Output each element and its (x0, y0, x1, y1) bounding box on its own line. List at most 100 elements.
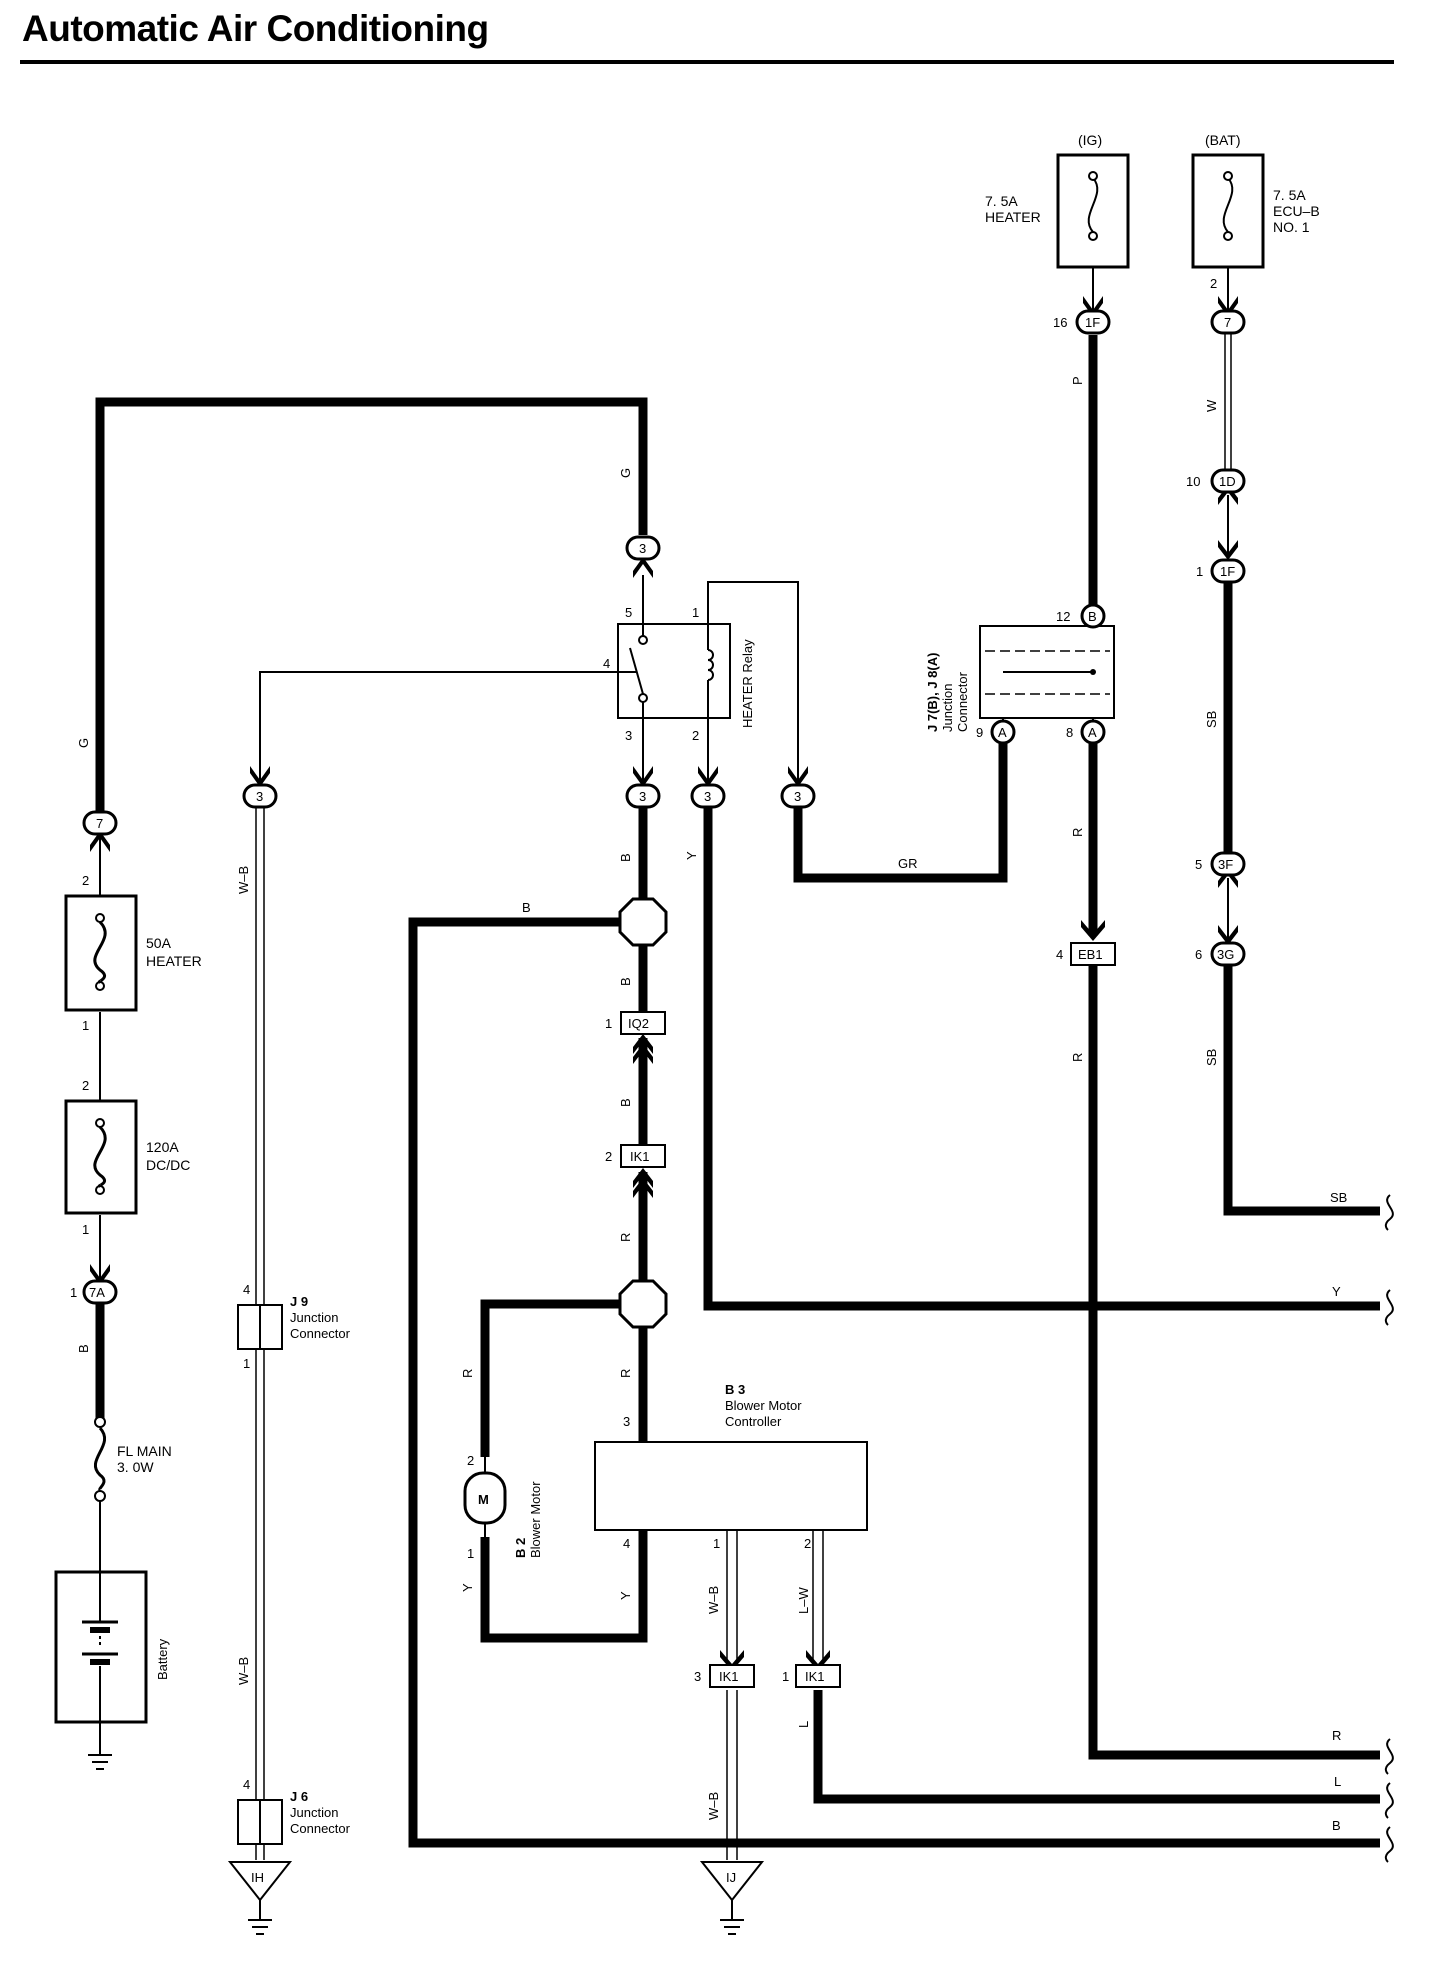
svg-text:2: 2 (804, 1536, 811, 1551)
chevron-eb1 (1081, 920, 1105, 941)
svg-text:Connector: Connector (290, 1821, 351, 1836)
svg-text:J 9: J 9 (290, 1294, 308, 1309)
svg-text:L: L (1334, 1774, 1341, 1789)
svg-text:1: 1 (467, 1546, 474, 1561)
svg-text:A: A (998, 725, 1007, 740)
connector-1f-b: 1F 1 (1196, 558, 1246, 584)
svg-text:L–W: L–W (796, 1587, 811, 1614)
ground-ih: IH (227, 1861, 293, 1935)
svg-text:Junction: Junction (290, 1310, 338, 1325)
svg-text:9: 9 (976, 725, 983, 740)
svg-text:G: G (618, 468, 633, 478)
svg-text:IQ2: IQ2 (628, 1016, 649, 1031)
chevron-ik1-a (633, 1168, 653, 1188)
svg-text:W: W (1204, 399, 1219, 412)
svg-text:3: 3 (256, 789, 263, 804)
chevron-iq2-a (633, 1034, 653, 1054)
svg-text:2: 2 (467, 1453, 474, 1468)
svg-text:3G: 3G (1217, 947, 1234, 962)
relay-coil (707, 649, 714, 681)
connector-ik1-top: IK1 2 (605, 1144, 666, 1168)
connector-1f-top-pin: 16 (1053, 315, 1067, 330)
svg-text:50A: 50A (146, 935, 172, 951)
fuse-ecu-b-rating: 7. 5A (1273, 187, 1306, 203)
chevron-iq2-b (633, 1044, 653, 1064)
blower-motor-label: Blower Motor (528, 1481, 543, 1558)
svg-text:1: 1 (82, 1018, 89, 1033)
blower-motor-controller: B 3 Blower Motor Controller 3 4 1 2 (594, 1382, 868, 1551)
svg-text:W–B: W–B (706, 1792, 721, 1820)
svg-text:FL MAIN: FL MAIN (117, 1443, 172, 1459)
svg-text:4: 4 (1056, 947, 1063, 962)
svg-text:6: 6 (1195, 947, 1202, 962)
svg-text:2: 2 (605, 1149, 612, 1164)
junction-j9: 4 1 J 9 Junction Connector (237, 1282, 351, 1371)
wire-r-eb1 (1088, 966, 1380, 1760)
wire-sb-2 (1223, 966, 1380, 1216)
svg-text:W–B: W–B (236, 1657, 251, 1685)
fuse-heater-ig-name: HEATER (985, 209, 1041, 225)
svg-text:7: 7 (96, 816, 103, 831)
fuse-120a-dcdc: 120A DC/DC 2 1 (64, 1078, 190, 1237)
svg-text:7: 7 (1224, 315, 1231, 330)
svg-text:2: 2 (82, 1078, 89, 1093)
wire-relay-4 (259, 671, 620, 782)
svg-text:IK1: IK1 (630, 1149, 650, 1164)
svg-text:4: 4 (243, 1282, 250, 1297)
svg-text:IK1: IK1 (719, 1669, 739, 1684)
svg-text:Connector: Connector (290, 1326, 351, 1341)
svg-text:W–B: W–B (706, 1586, 721, 1614)
fuse-ecu-b-name: ECU–B (1273, 203, 1320, 219)
svg-text:Y: Y (460, 1583, 475, 1592)
connector-7a: 7A 1 (70, 1279, 118, 1305)
svg-text:1: 1 (82, 1222, 89, 1237)
chevron-wb (250, 766, 270, 787)
wire-color-labels: G G P W SB SB SB W–B W–B B B B B B Y Y Y… (76, 376, 1347, 1833)
svg-text:2: 2 (82, 873, 89, 888)
svg-text:Junction: Junction (290, 1805, 338, 1820)
connector-7-bat: 7 (1210, 309, 1246, 335)
svg-text:1: 1 (605, 1016, 612, 1031)
svg-text:R: R (1070, 828, 1085, 837)
svg-text:Y: Y (618, 1591, 633, 1600)
connector-3g: 3G 6 (1195, 941, 1246, 967)
svg-text:3. 0W: 3. 0W (117, 1459, 154, 1475)
svg-text:B: B (1332, 1818, 1341, 1833)
svg-text:HEATER: HEATER (146, 953, 202, 969)
svg-text:1: 1 (1196, 564, 1203, 579)
svg-text:SB: SB (1204, 1049, 1219, 1066)
junction-j6: 4 J 6 Junction Connector (237, 1777, 351, 1845)
svg-text:7A: 7A (89, 1285, 105, 1300)
fuse-ecu-b-element (1222, 177, 1234, 233)
connector-1f-top: 3 1F 16 (1053, 309, 1111, 335)
svg-text:3: 3 (639, 789, 646, 804)
wire-b-left (408, 917, 1380, 1848)
connector-3-wb: 3 (242, 783, 278, 809)
fusible-link-fl-main: FL MAIN 3. 0W (93, 1416, 172, 1502)
connector-3-gr: 3 (780, 783, 816, 809)
blower-motor-id: B 2 (513, 1538, 528, 1558)
svg-text:Controller: Controller (725, 1414, 782, 1429)
svg-text:4: 4 (243, 1777, 250, 1792)
fuse-heater-ig-rating: 7. 5A (985, 193, 1018, 209)
svg-text:GR: GR (898, 856, 918, 871)
wire-y-out (703, 808, 1380, 1311)
motor-symbol: M (478, 1492, 489, 1507)
connector-iq2: IQ2 1 (605, 1011, 666, 1035)
svg-text:B 3: B 3 (725, 1382, 745, 1397)
junction-j7-j8-label1: J 7(B), J 8(A) (925, 653, 940, 732)
svg-text:1: 1 (70, 1285, 77, 1300)
svg-text:3: 3 (623, 1414, 630, 1429)
svg-text:Y: Y (1332, 1284, 1341, 1299)
svg-text:DC/DC: DC/DC (146, 1157, 190, 1173)
splice-lower (618, 1279, 668, 1329)
connector-eb1: EB1 4 (1056, 942, 1116, 966)
battery: Battery (54, 1570, 170, 1724)
junction-j7-j8-label3: Connector (955, 671, 970, 732)
connector-3-y: 3 (690, 783, 726, 809)
svg-text:3F: 3F (1218, 857, 1233, 872)
svg-text:P: P (1070, 376, 1085, 385)
svg-text:IK1: IK1 (805, 1669, 825, 1684)
svg-text:IH: IH (251, 1870, 264, 1885)
svg-text:2: 2 (692, 728, 699, 743)
